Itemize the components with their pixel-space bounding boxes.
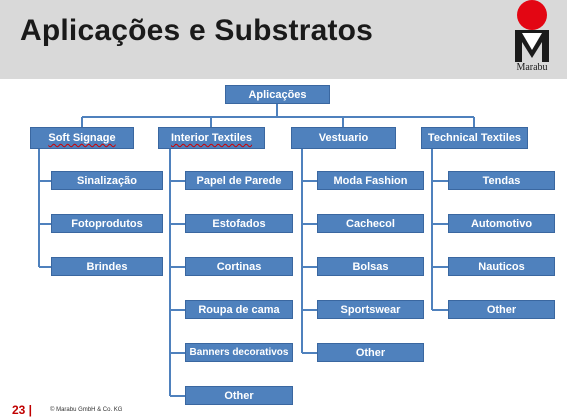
category-label: Soft Signage xyxy=(48,132,116,144)
node-item-cachecol: Cachecol xyxy=(317,214,424,233)
node-item-automotivo: Automotivo xyxy=(448,214,555,233)
category-label: Interior Textiles xyxy=(170,132,253,144)
node-category-soft-signage: Soft Signage xyxy=(30,127,134,149)
node-item-sinalizacao: Sinalização xyxy=(51,171,163,190)
page-number: 23 | xyxy=(12,403,33,417)
node-item-roupa-de-cama: Roupa de cama xyxy=(185,300,293,319)
node-category-interior-textiles: Interior Textiles xyxy=(158,127,265,149)
node-item-brindes: Brindes xyxy=(51,257,163,276)
node-item-cortinas: Cortinas xyxy=(185,257,293,276)
node-item-bolsas: Bolsas xyxy=(317,257,424,276)
node-item-estofados: Estofados xyxy=(185,214,293,233)
node-category-vestuario: Vestuario xyxy=(291,127,396,149)
node-category-technical-textiles: Technical Textiles xyxy=(421,127,528,149)
node-item-sportswear: Sportswear xyxy=(317,300,424,319)
slide-title: Aplicações e Substratos xyxy=(20,14,374,47)
node-item-moda-fashion: Moda Fashion xyxy=(317,171,424,190)
node-item-interior-other: Other xyxy=(185,386,293,405)
node-item-technical-other: Other xyxy=(448,300,555,319)
node-item-nauticos: Nauticos xyxy=(448,257,555,276)
node-item-tendas: Tendas xyxy=(448,171,555,190)
node-item-vestuario-other: Other xyxy=(317,343,424,362)
copyright-text: © Marabu GmbH & Co. KG xyxy=(50,407,123,413)
logo-wordmark: Marabu xyxy=(516,62,548,73)
node-item-banners-decorativos: Banners decorativos xyxy=(185,343,293,362)
node-item-papel-de-parede: Papel de Parede xyxy=(185,171,293,190)
node-root-aplicacoes: Aplicações xyxy=(225,85,330,104)
header-band xyxy=(0,0,567,79)
node-item-fotoprodutos: Fotoprodutos xyxy=(51,214,163,233)
marabu-logo xyxy=(515,0,549,62)
